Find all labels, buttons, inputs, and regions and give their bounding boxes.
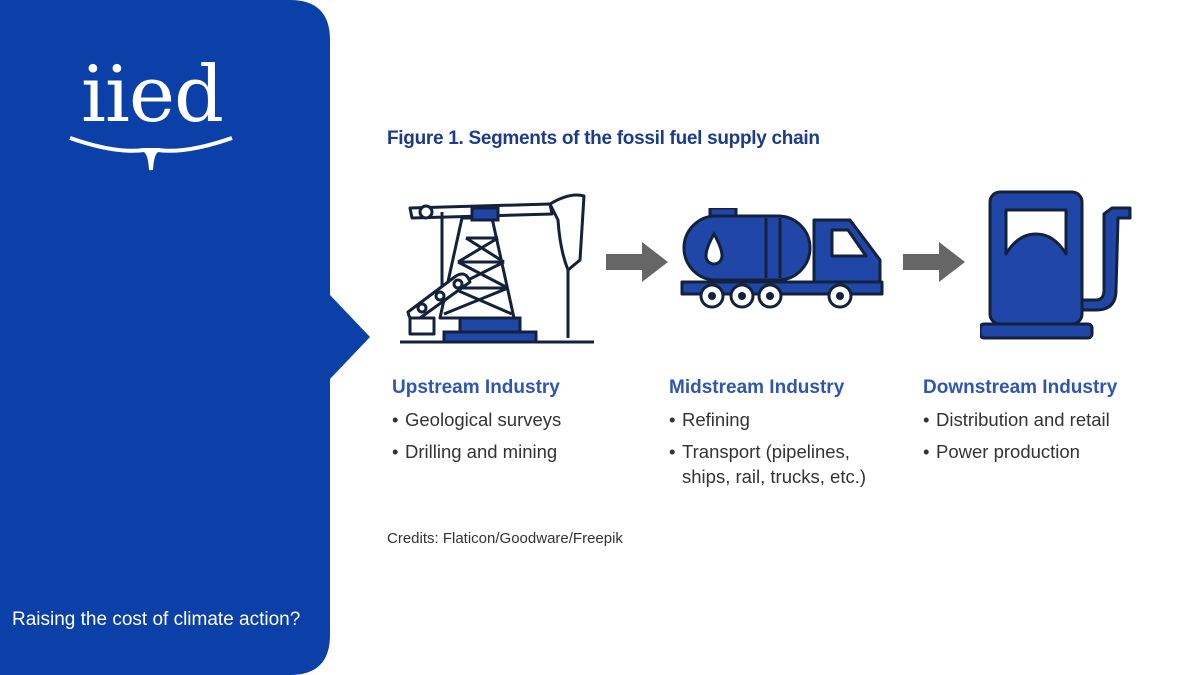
list-item-text: Transport (pipelines, — [682, 441, 850, 462]
figure-credits: Credits: Flaticon/Goodware/Freepik — [387, 530, 623, 547]
segment-midstream: Midstream Industry • Refining • Transport … — [669, 377, 866, 496]
iied-logo: iied — [81, 50, 224, 140]
side-panel — [0, 0, 370, 675]
bullet-icon: • — [392, 409, 399, 430]
segment-list: • Geological surveys • Drilling and mining — [392, 407, 561, 464]
bullet-icon: • — [669, 409, 676, 430]
bullet-icon: • — [392, 441, 399, 462]
tagline: Raising the cost of climate action? — [12, 609, 301, 630]
arrow-right-icon — [903, 242, 965, 282]
list-item: • Transport (pipelines, — [669, 439, 866, 464]
list-item-text: ships, rail, trucks, etc.) — [682, 466, 867, 487]
bullet-icon: • — [923, 409, 930, 430]
list-item: • Power production — [923, 439, 1117, 464]
segment-heading: Midstream Industry — [669, 377, 845, 398]
figure-title: Figure 1. Segments of the fossil fuel su… — [387, 128, 820, 149]
segment-heading: Downstream Industry — [923, 377, 1118, 398]
list-item-text: Power production — [936, 441, 1080, 462]
logo-underline-mark — [69, 136, 233, 171]
list-item-text: Distribution and retail — [936, 409, 1110, 430]
bullet-icon: • — [923, 441, 930, 462]
list-item: • Drilling and mining — [392, 439, 561, 464]
segment-list: • Refining • Transport (pipelines, ships, … — [669, 407, 866, 489]
list-item-text: Refining — [682, 409, 750, 430]
list-item-text: Geological surveys — [405, 409, 562, 430]
segment-upstream: Upstream Industry • Geological surveys • D… — [392, 377, 561, 471]
list-item-text: Drilling and mining — [405, 441, 558, 462]
segment-heading: Upstream Industry — [392, 377, 560, 398]
list-item-continuation: ships, rail, trucks, etc.) — [669, 464, 866, 489]
list-item: • Geological surveys — [392, 407, 561, 432]
fuel-pump-icon — [980, 190, 1132, 340]
segment-list: • Distribution and retail • Power producti… — [923, 407, 1117, 464]
segment-downstream: Downstream Industry • Distribution and re… — [923, 377, 1117, 471]
arrow-right-icon — [606, 242, 668, 282]
oil-pumpjack-icon — [400, 193, 594, 344]
tanker-truck-icon — [680, 208, 884, 309]
list-item: • Refining — [669, 407, 866, 432]
bullet-icon: • — [669, 441, 676, 462]
list-item: • Distribution and retail — [923, 407, 1117, 432]
